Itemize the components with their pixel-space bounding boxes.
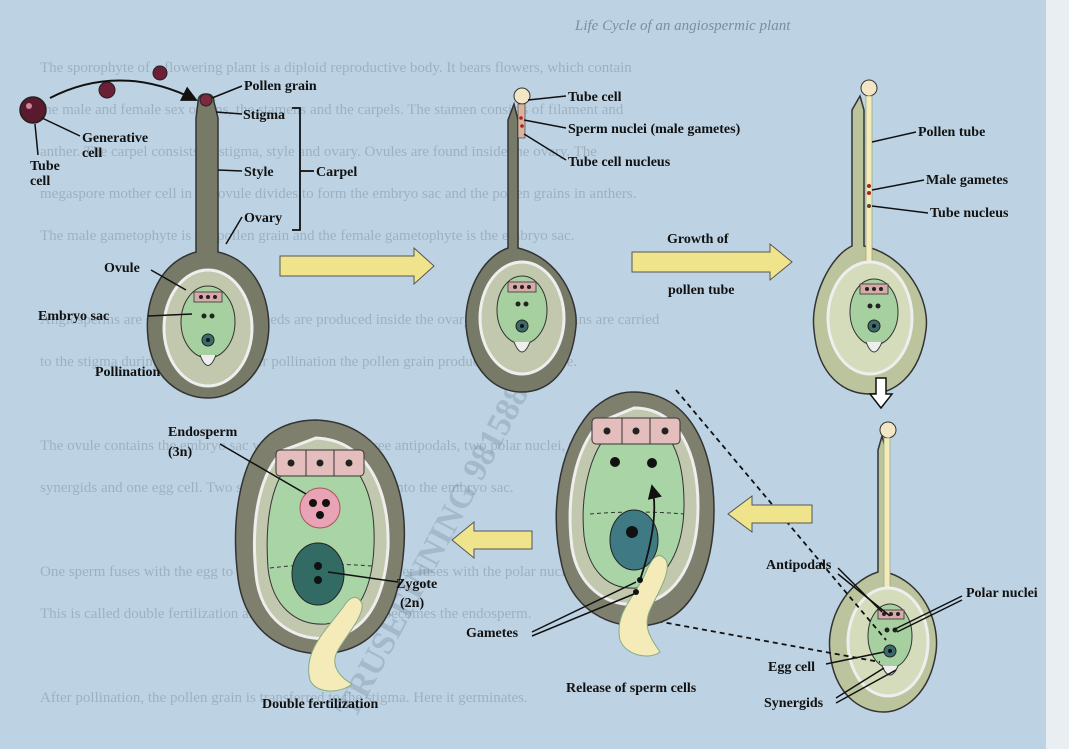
- polar-nucleus: [647, 458, 657, 468]
- label-tube-cell: Tube cell: [568, 90, 622, 105]
- caption-pollination: Pollination: [95, 365, 161, 380]
- label-sperm-nuclei: Sperm nuclei (male gametes): [568, 122, 741, 137]
- polar-nucleus: [610, 457, 620, 467]
- pollen-grain-icon: [20, 97, 46, 123]
- label-stigma: Stigma: [243, 108, 285, 123]
- label-endosperm-ploidy: (3n): [168, 445, 192, 460]
- label-ovary: Ovary: [244, 211, 282, 226]
- background-text-line: the male and female sex organs, the stam…: [40, 102, 624, 118]
- label-style: Style: [244, 165, 274, 180]
- label-pollen-tube-growth: pollen tube: [668, 283, 735, 298]
- label-male-gametes: Male gametes: [926, 173, 1009, 188]
- pollen-tube: [884, 438, 890, 610]
- label-gametes: Gametes: [466, 626, 519, 641]
- zygote: [292, 543, 344, 605]
- label-growth-of: Growth of: [667, 232, 729, 247]
- pollen-grain-icon: [153, 66, 167, 80]
- background-text-line: The sporophyte of a flowering plant is a…: [40, 60, 632, 76]
- pollen-grain-icon: [99, 82, 115, 98]
- label-synergids: Synergids: [764, 696, 824, 711]
- generative-cell-dot: [26, 103, 32, 109]
- label-zygote: Zygote: [396, 577, 437, 592]
- background-text-line: The male gametophyte is the pollen grain…: [40, 228, 574, 244]
- label-tube-cell-nucleus: Tube cell nucleus: [568, 155, 671, 170]
- label-zygote-ploidy: (2n): [400, 596, 424, 611]
- label-tube-nucleus: Tube nucleus: [930, 206, 1009, 221]
- label-carpel: Carpel: [316, 165, 357, 180]
- label-pollen-grain: Pollen grain: [244, 79, 317, 94]
- label-embryo-sac: Embryo sac: [38, 309, 109, 324]
- background-text-line: megaspore mother cell in the ovule divid…: [40, 186, 637, 202]
- pollen-on-stigma: [200, 94, 212, 106]
- caption-release-of-sperm: Release of sperm cells: [566, 681, 697, 696]
- pollen-grain-on-stigma: [514, 88, 530, 104]
- page-header-title: Life Cycle of an angiospermic plant: [574, 18, 791, 34]
- label-antipodals: Antipodals: [766, 558, 832, 573]
- label-endosperm: Endosperm: [168, 425, 238, 440]
- label-egg-cell: Egg cell: [768, 660, 815, 675]
- page-edge: [1046, 0, 1069, 749]
- label-ovule: Ovule: [104, 261, 140, 276]
- caption-double-fertilization: Double fertilization: [262, 697, 378, 712]
- label-polar-nuclei: Polar nuclei: [966, 586, 1038, 601]
- pollen-grain-on-stigma: [861, 80, 877, 96]
- label-pollen-tube: Pollen tube: [918, 125, 985, 140]
